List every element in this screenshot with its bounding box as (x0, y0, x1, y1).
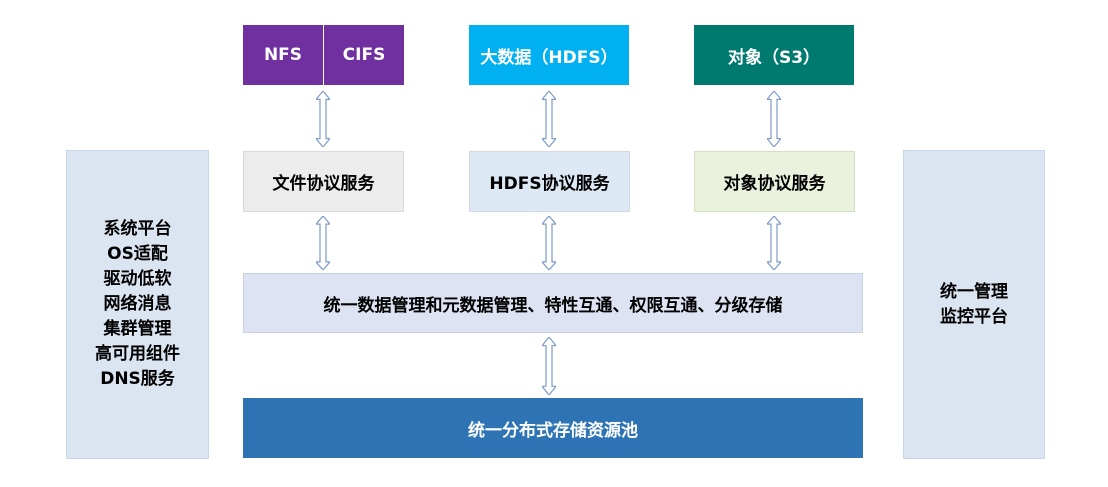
storage-pool-label: 统一分布式存储资源池 (468, 420, 638, 441)
hdfs-to-hdfs-service-arrow (542, 91, 556, 147)
left-panel-line: 网络消息 (103, 294, 172, 314)
storage-pool-bar: 统一分布式存储资源池 (243, 398, 863, 458)
left-panel-line: 系统平台 (103, 219, 172, 239)
hdfs-service-to-management-arrow (542, 216, 556, 270)
right-panel-line: 统一管理 (940, 281, 1008, 302)
unified-management-bar: 统一数据管理和元数据管理、特性互通、权限互通、分级存储 (243, 273, 863, 333)
object-protocol-service-box: 对象协议服务 (694, 151, 855, 212)
unified-monitoring-panel: 统一管理 监控平台 (903, 150, 1045, 459)
object-service-to-management-arrow (767, 216, 781, 270)
left-panel-line: OS适配 (107, 244, 168, 264)
management-to-storage-arrow (542, 337, 556, 395)
cifs-label: CIFS (342, 45, 386, 65)
hdfs-label: 大数据（HDFS） (480, 47, 618, 68)
s3-label: 对象（S3） (727, 47, 821, 68)
hdfs-protocol-service-label: HDFS协议服务 (489, 174, 610, 194)
system-platform-panel: 系统平台 OS适配 驱动低软 网络消息 集群管理 高可用组件 DNS服务 (66, 150, 209, 459)
object-protocol-service-label: 对象协议服务 (723, 174, 826, 194)
unified-management-label: 统一数据管理和元数据管理、特性互通、权限互通、分级存储 (323, 295, 783, 316)
nfs-box: NFS (243, 25, 323, 85)
hdfs-protocol-service-box: HDFS协议服务 (469, 151, 630, 212)
file-protocol-service-box: 文件协议服务 (243, 151, 404, 212)
right-panel-line: 监控平台 (940, 306, 1008, 327)
file-protocol-service-label: 文件协议服务 (272, 174, 375, 194)
left-panel-line: 集群管理 (103, 319, 172, 339)
nfs-to-file-service-arrow (316, 91, 330, 147)
s3-box: 对象（S3） (694, 25, 854, 85)
hdfs-box: 大数据（HDFS） (469, 25, 629, 85)
nfs-label: NFS (263, 45, 303, 65)
cifs-box: CIFS (324, 25, 404, 85)
file-service-to-management-arrow (316, 216, 330, 270)
left-panel-line: 驱动低软 (103, 269, 172, 289)
s3-to-object-service-arrow (767, 91, 781, 147)
left-panel-line: 高可用组件 (95, 344, 180, 364)
left-panel-line: DNS服务 (100, 369, 175, 389)
